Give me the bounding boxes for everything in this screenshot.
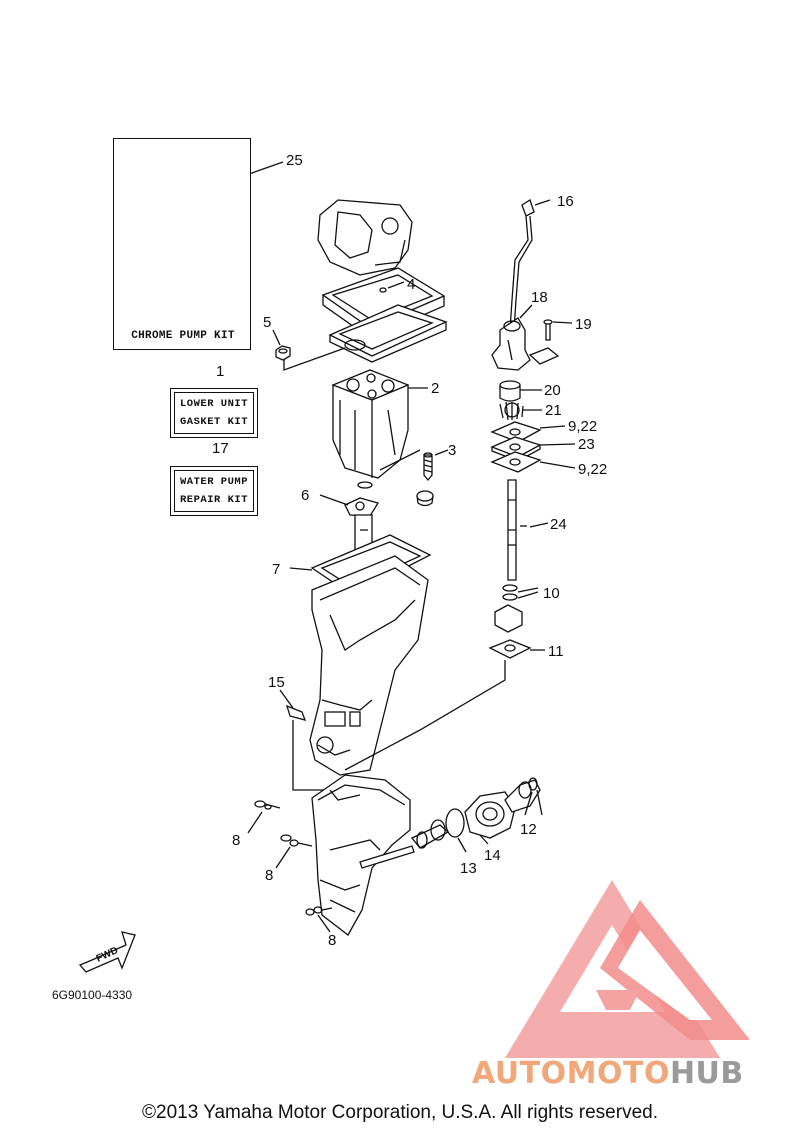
part-16-tube-icon [509,199,535,331]
powerhead-icon [317,199,413,276]
callout-10: 10 [543,585,560,602]
callout-20: 20 [544,382,561,399]
callout-24: 24 [550,516,567,533]
part-13-oring-icon [445,808,465,838]
copyright-notice: ©2013 Yamaha Motor Corporation, U.S.A. A… [142,1102,658,1123]
callout-5: 5 [263,314,271,331]
gearcase-icon [311,774,411,936]
part-2-housing-icon [331,369,410,489]
callout-9-22-2: 9,22 [578,461,607,478]
part-3-bolt-icon [416,452,434,507]
part-15-anode-icon [285,704,307,721]
callout-13: 13 [460,860,477,877]
part-14-housing-icon [464,791,516,839]
kit-number-25: 25 [286,152,303,169]
callout-4: 4 [407,276,415,293]
callout-7: 7 [272,561,280,578]
water-pump-repair-kit-line1: WATER PUMP [179,476,248,488]
part-12-seal-icon [504,777,541,813]
callout-3: 3 [448,442,456,459]
callout-8-3: 8 [328,932,336,949]
callout-21: 21 [545,402,562,419]
part-18-pump-housing-icon [491,317,531,371]
shaft-assembly-icon [410,819,450,849]
part-8-screw-icon-3 [305,906,333,916]
callout-19: 19 [575,316,592,333]
callout-11: 11 [548,643,564,660]
fwd-arrow-icon: FWD [78,931,136,973]
callout-18: 18 [531,289,548,306]
callout-numbers: 26 27 29 28 30 5 4 2 3 6 7 16 18 19 20 2… [214,150,607,949]
callout-16: 16 [557,193,574,210]
part-20-insert-icon [499,380,521,402]
chrome-pump-kit-box [113,138,251,350]
part-19-bolt-icon [528,319,560,365]
part-21-impeller-icon [499,401,524,421]
part-5-nut-icon [275,345,291,361]
part-4-gasket-plate-icon [321,267,448,363]
callout-12: 12 [520,821,537,838]
watermark-brand: AUTOMOTOHUB [472,1056,744,1091]
callout-8-2: 8 [265,867,273,884]
diagram-code: 6G90100-4330 [52,988,133,1002]
driveshaft-housing-icon [309,555,429,776]
part-10-seal-icon [502,584,518,601]
lower-unit-gasket-kit-box [170,388,258,438]
part-6-gasket-icon [344,497,380,517]
callout-14: 14 [484,847,501,864]
brand-part2: HUB [669,1056,744,1091]
callout-6: 6 [301,487,309,504]
water-pump-repair-kit-line2: REPAIR KIT [179,494,248,506]
callout-8: 8 [232,832,240,849]
part-9-22-gasket-icon-2 [490,451,542,473]
part-24-pin-driveshaft-icon [507,479,527,581]
kit-number-17: 17 [212,440,229,457]
part-8-screw-icon [254,800,281,810]
water-pump-repair-kit-box [170,466,258,516]
lower-unit-gasket-kit-line2: GASKET KIT [179,416,248,428]
lower-unit-gasket-kit-line1: LOWER UNIT [179,398,248,410]
propeller-shaft-icon [359,845,415,869]
callout-15: 15 [268,674,285,691]
callout-9-22: 9,22 [568,418,597,435]
part-8-screw-icon-2 [280,834,313,847]
part-9-22-gasket-icon [490,421,542,443]
chrome-pump-kit-label: CHROME PUMP KIT [131,330,235,342]
part-11-housing-icon [488,604,532,659]
callout-2: 2 [431,380,439,397]
brand-part1: AUTOMOTO [472,1056,670,1091]
kit-number-1: 1 [216,363,225,380]
callout-23: 23 [578,436,595,453]
